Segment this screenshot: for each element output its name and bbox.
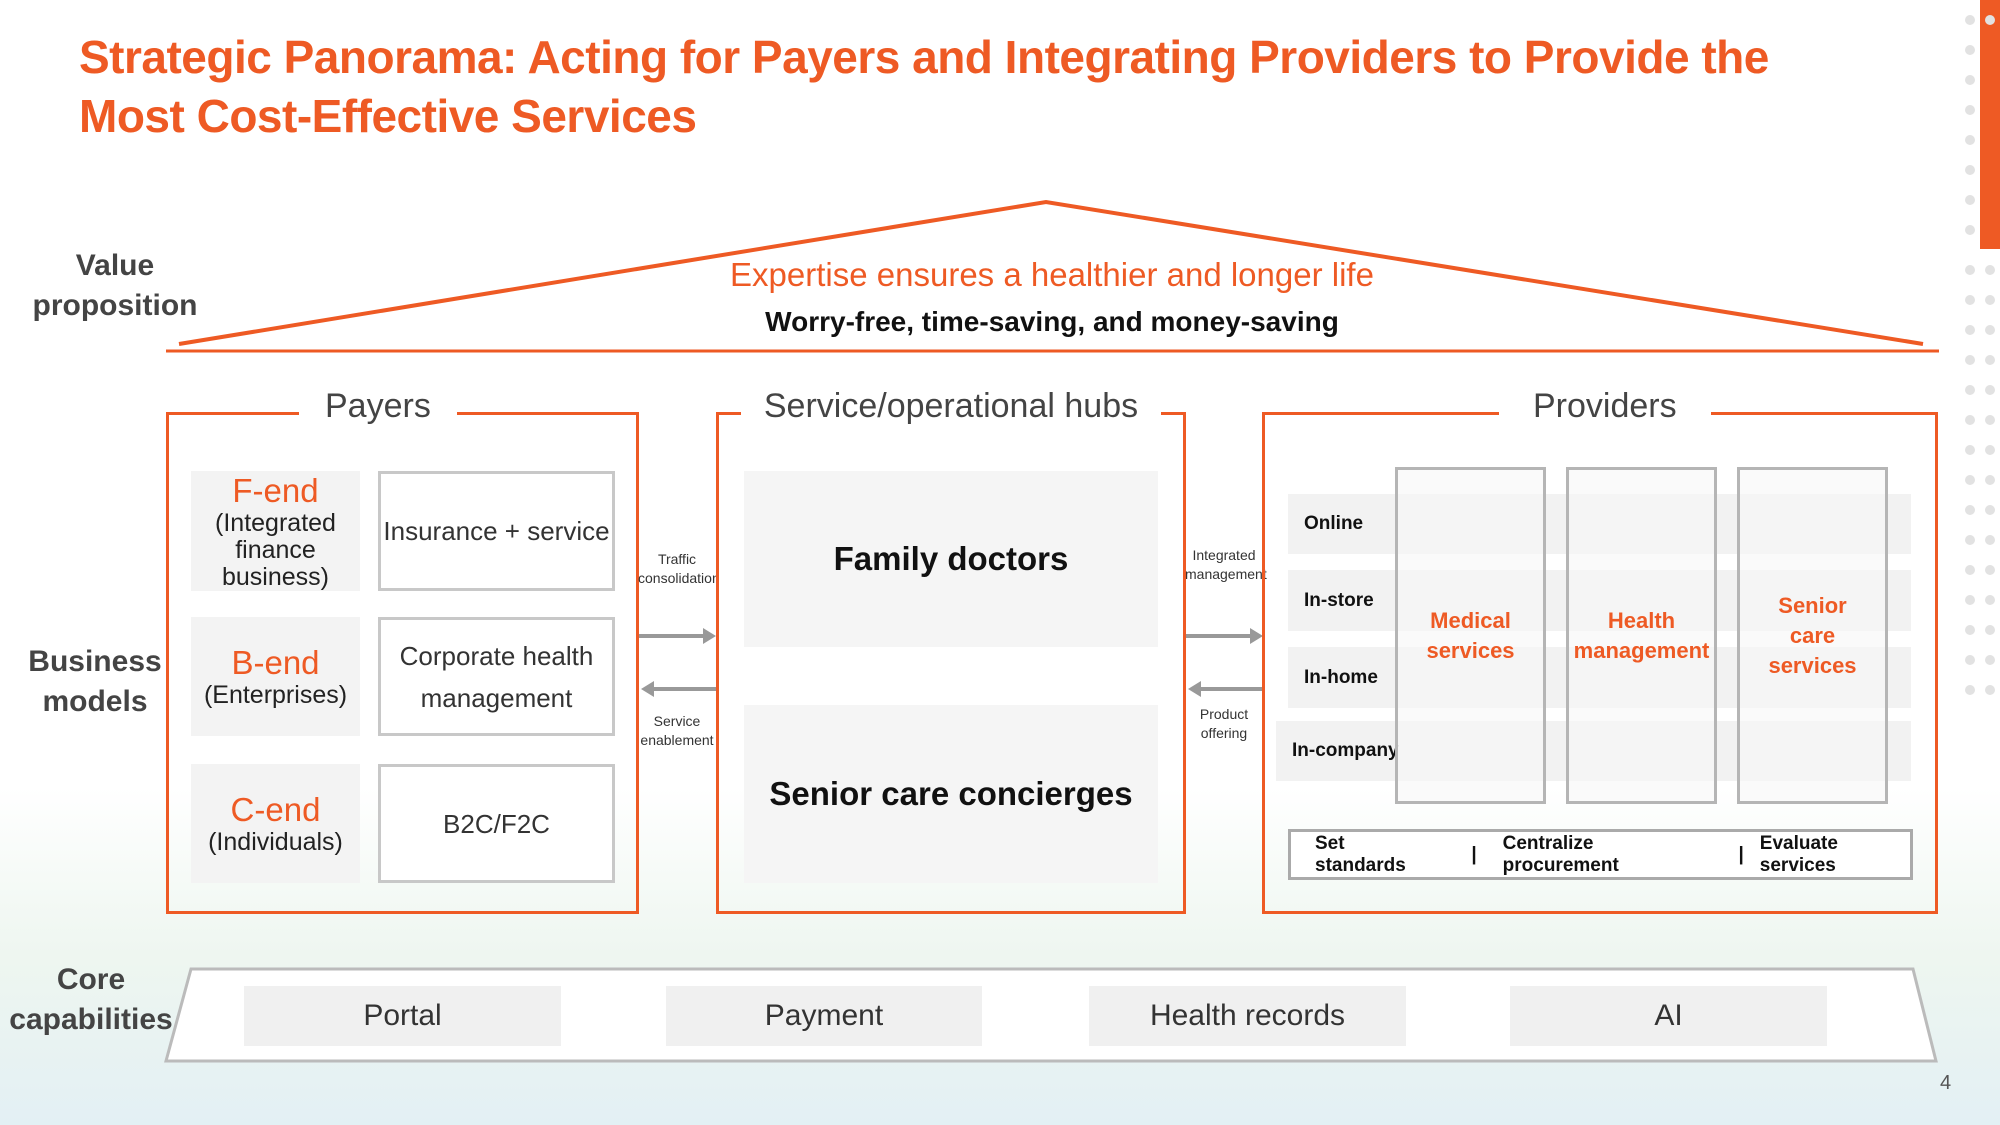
flow-integrated-management: Integrated management xyxy=(1185,547,1267,582)
function-centralize-procurement: Centralize procurement xyxy=(1502,832,1619,876)
segment-b-end: B-end(Enterprises) xyxy=(191,617,360,736)
segment-f-end: F-end(Integrated finance business) xyxy=(191,471,360,591)
function-evaluate-services: Evaluate services xyxy=(1759,832,1838,876)
value-sub: Worry-free, time-saving, and money-savin… xyxy=(765,306,1339,337)
function-set-standards: Set standards xyxy=(1315,832,1406,876)
value-proposition-label: Value proposition xyxy=(32,249,198,322)
segment-name: B-end xyxy=(231,644,320,681)
separator: | xyxy=(1738,843,1744,865)
hub-family-doctors: Family doctors xyxy=(744,471,1158,647)
hubs-title: Service/operational hubs xyxy=(741,387,1161,426)
business-models-label: Business models xyxy=(28,645,162,718)
segment-desc: (Integrated finance business) xyxy=(215,508,336,591)
service-health-management: Health management xyxy=(1566,467,1717,804)
segment-name: C-end xyxy=(230,791,321,828)
segment-desc: (Individuals) xyxy=(208,828,343,856)
service-senior-care: Senior care services xyxy=(1737,467,1888,804)
value-headline: Expertise ensures a healthier and longer… xyxy=(730,256,1374,293)
offering-c-end: B2C/F2C xyxy=(378,764,615,883)
capability-portal: Portal xyxy=(244,986,561,1046)
offering-f-end: Insurance + service xyxy=(378,471,615,591)
service-medical: Medical services xyxy=(1395,467,1546,804)
segment-desc: (Enterprises) xyxy=(203,681,348,709)
flow-arrows xyxy=(639,628,1263,697)
hubs-box: Service/operational hubs xyxy=(716,387,1186,914)
provider-functions-bar: Set standards | Centralize procurement |… xyxy=(1288,829,1913,880)
capability-ai: AI xyxy=(1510,986,1827,1046)
flow-traffic-consolidation: Traffic consolidation xyxy=(638,551,720,586)
page-number: 4 xyxy=(1940,1072,1952,1094)
capabilities-platform xyxy=(164,967,1938,1063)
providers-title: Providers xyxy=(1499,387,1711,426)
offering-b-end: Corporate health management xyxy=(378,617,615,736)
flow-service-enablement: Service enablement xyxy=(640,713,714,748)
payers-title: Payers xyxy=(299,387,457,426)
flow-product-offering: Product offering xyxy=(1199,706,1249,741)
segment-c-end: C-end(Individuals) xyxy=(191,764,360,883)
capability-health-records: Health records xyxy=(1089,986,1406,1046)
roof-shape xyxy=(166,199,1939,353)
payers-box: Payers xyxy=(166,387,639,914)
capability-payment: Payment xyxy=(666,986,982,1046)
hub-senior-care-concierges: Senior care concierges xyxy=(744,705,1158,883)
providers-box: Providers xyxy=(1262,387,1938,914)
separator: | xyxy=(1471,843,1477,865)
core-capabilities-label: Core capabilities xyxy=(9,963,173,1036)
segment-name: F-end xyxy=(232,471,319,509)
accent-bar xyxy=(1980,0,2000,249)
dot-pattern xyxy=(1965,15,1995,695)
page-title: Strategic Panorama: Acting for Payers an… xyxy=(79,31,1769,142)
